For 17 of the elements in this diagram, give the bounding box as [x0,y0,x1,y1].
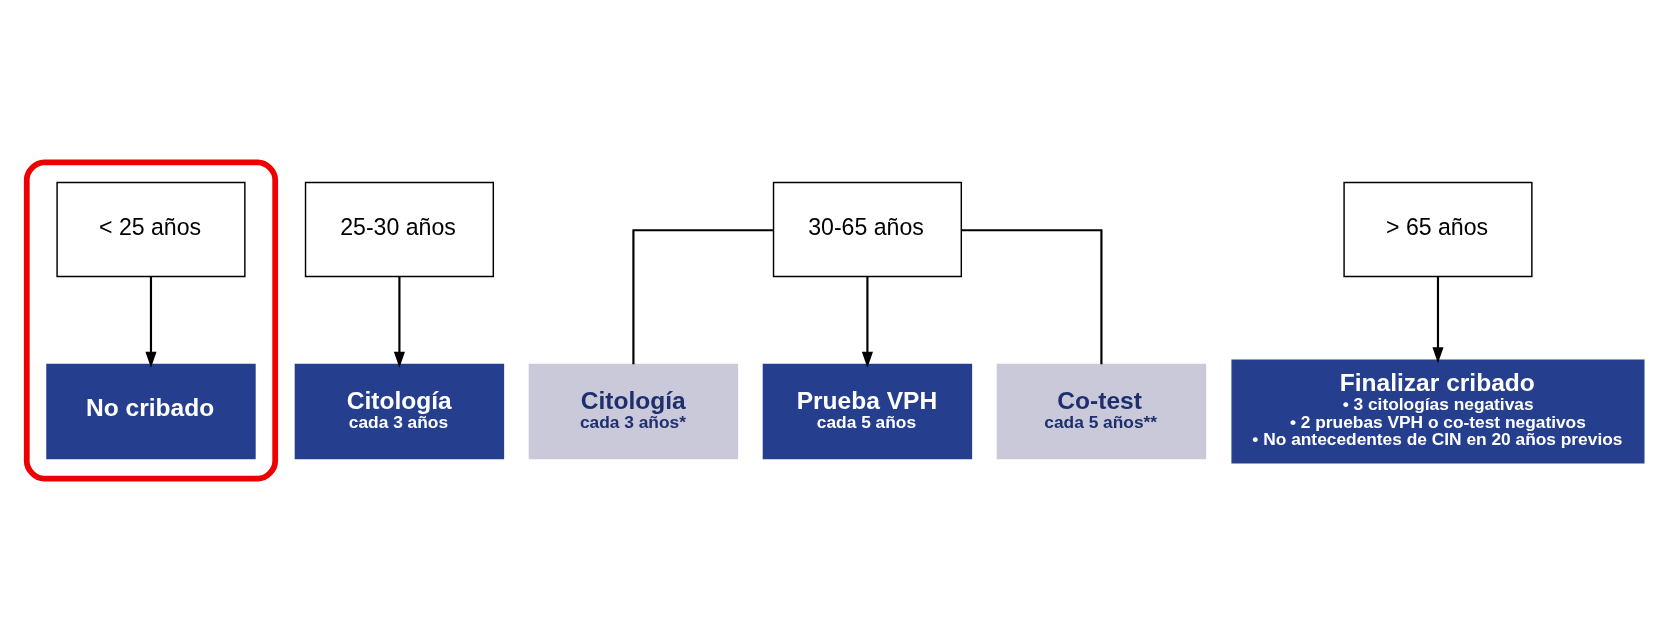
node-box: Citología cada 3 años* [528,363,739,459]
node-box: No cribado [46,363,256,459]
arrow [861,276,873,368]
arrow [145,276,157,368]
node-box: > 65 años [1343,181,1533,277]
arrow [1432,276,1444,363]
node-box: < 25 años [56,181,246,277]
arrow [393,276,405,368]
node-box: Co-test cada 5 años** [996,363,1207,459]
cluster [23,158,279,482]
node-box: Citología cada 3 años [294,363,505,459]
connector [632,228,773,364]
connector [961,228,1103,364]
node-box: 30-65 años [772,181,963,277]
node-box: 25-30 años [304,181,495,277]
node-box: Prueba VPH cada 5 años [762,363,973,459]
node-box: Finalizar cribado • 3 citologías negativas • 2 pruebas VPH o co-test negativos • No antecedentes de CIN en 20 años previos [1231,359,1645,463]
